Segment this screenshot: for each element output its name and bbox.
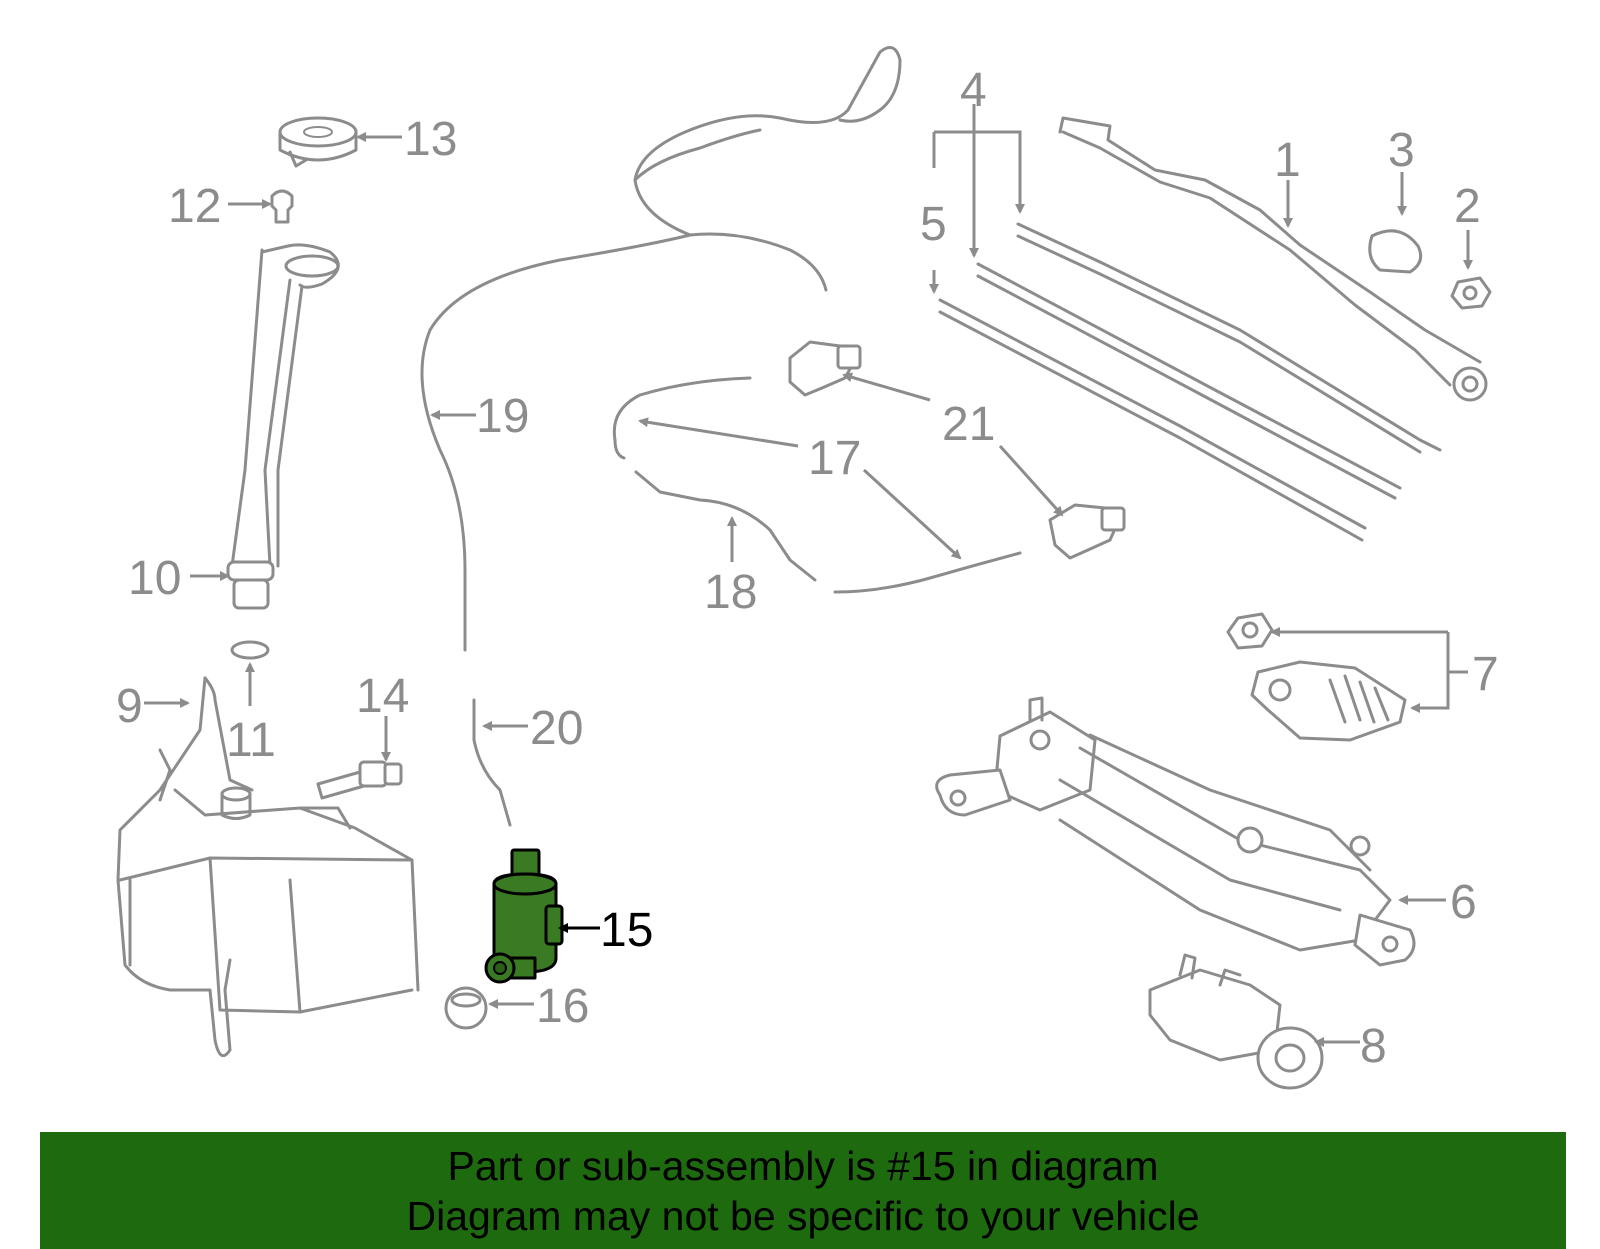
part-17-hose[interactable] [612,376,1022,594]
part-10-filler-neck[interactable] [226,243,340,610]
callout-18: 18 [704,566,757,619]
callout-16: 16 [536,980,589,1033]
part-4-wiper-blade[interactable] [976,222,1442,500]
part-8-wiper-motor[interactable] [1148,953,1324,1090]
part-18-hose[interactable] [634,470,817,582]
callout-20: 20 [530,702,583,755]
callout-14: 14 [356,670,409,723]
part-6-wiper-linkage[interactable] [935,696,1416,967]
part-20-hose[interactable] [472,698,512,827]
callout-8: 8 [1360,1020,1387,1073]
callout-1: 1 [1274,134,1301,187]
callout-10: 10 [128,552,181,605]
callout-15: 15 [600,904,653,957]
part-16-grommet[interactable] [444,986,488,1030]
callout-4: 4 [960,64,987,117]
callout-11: 11 [226,714,276,767]
part-7-nut[interactable] [1226,612,1274,650]
part-12-clip[interactable] [270,189,294,224]
part-11-o-ring[interactable] [230,640,270,660]
part-14-level-sensor[interactable] [316,760,403,800]
part-3-cap[interactable] [1368,229,1423,274]
callout-3: 3 [1388,124,1415,177]
callout-17: 17 [808,432,861,485]
callout-7: 7 [1472,648,1499,701]
callout-arrows [144,104,1473,1047]
callout-5: 5 [920,198,947,251]
callout-2: 2 [1454,180,1481,233]
part-19-hose[interactable] [420,46,902,652]
part-7-pivot-cover[interactable] [1250,660,1407,742]
callout-13: 13 [404,113,457,166]
part-1-wiper-arm[interactable] [1058,116,1488,402]
callout-labels: 13 12 10 11 9 14 19 20 16 17 18 21 1 3 2… [116,64,1499,1073]
banner-line-1: Part or sub-assembly is #15 in diagram [447,1142,1159,1189]
part-5-blade-insert[interactable] [938,298,1367,542]
part-21-nozzle[interactable] [788,340,1126,560]
callout-6: 6 [1450,876,1477,929]
callout-9: 9 [116,680,143,733]
callout-21: 21 [942,398,995,451]
info-banner: Part or sub-assembly is #15 in diagram D… [40,1132,1566,1249]
callout-12: 12 [168,180,221,233]
part-15-washer-pump[interactable] [484,848,564,984]
callout-19: 19 [476,390,529,443]
part-2-nut[interactable] [1450,276,1492,310]
part-9-reservoir[interactable] [116,676,420,1058]
part-13-cap[interactable] [278,116,358,168]
banner-line-2: Diagram may not be specific to your vehi… [406,1192,1200,1239]
